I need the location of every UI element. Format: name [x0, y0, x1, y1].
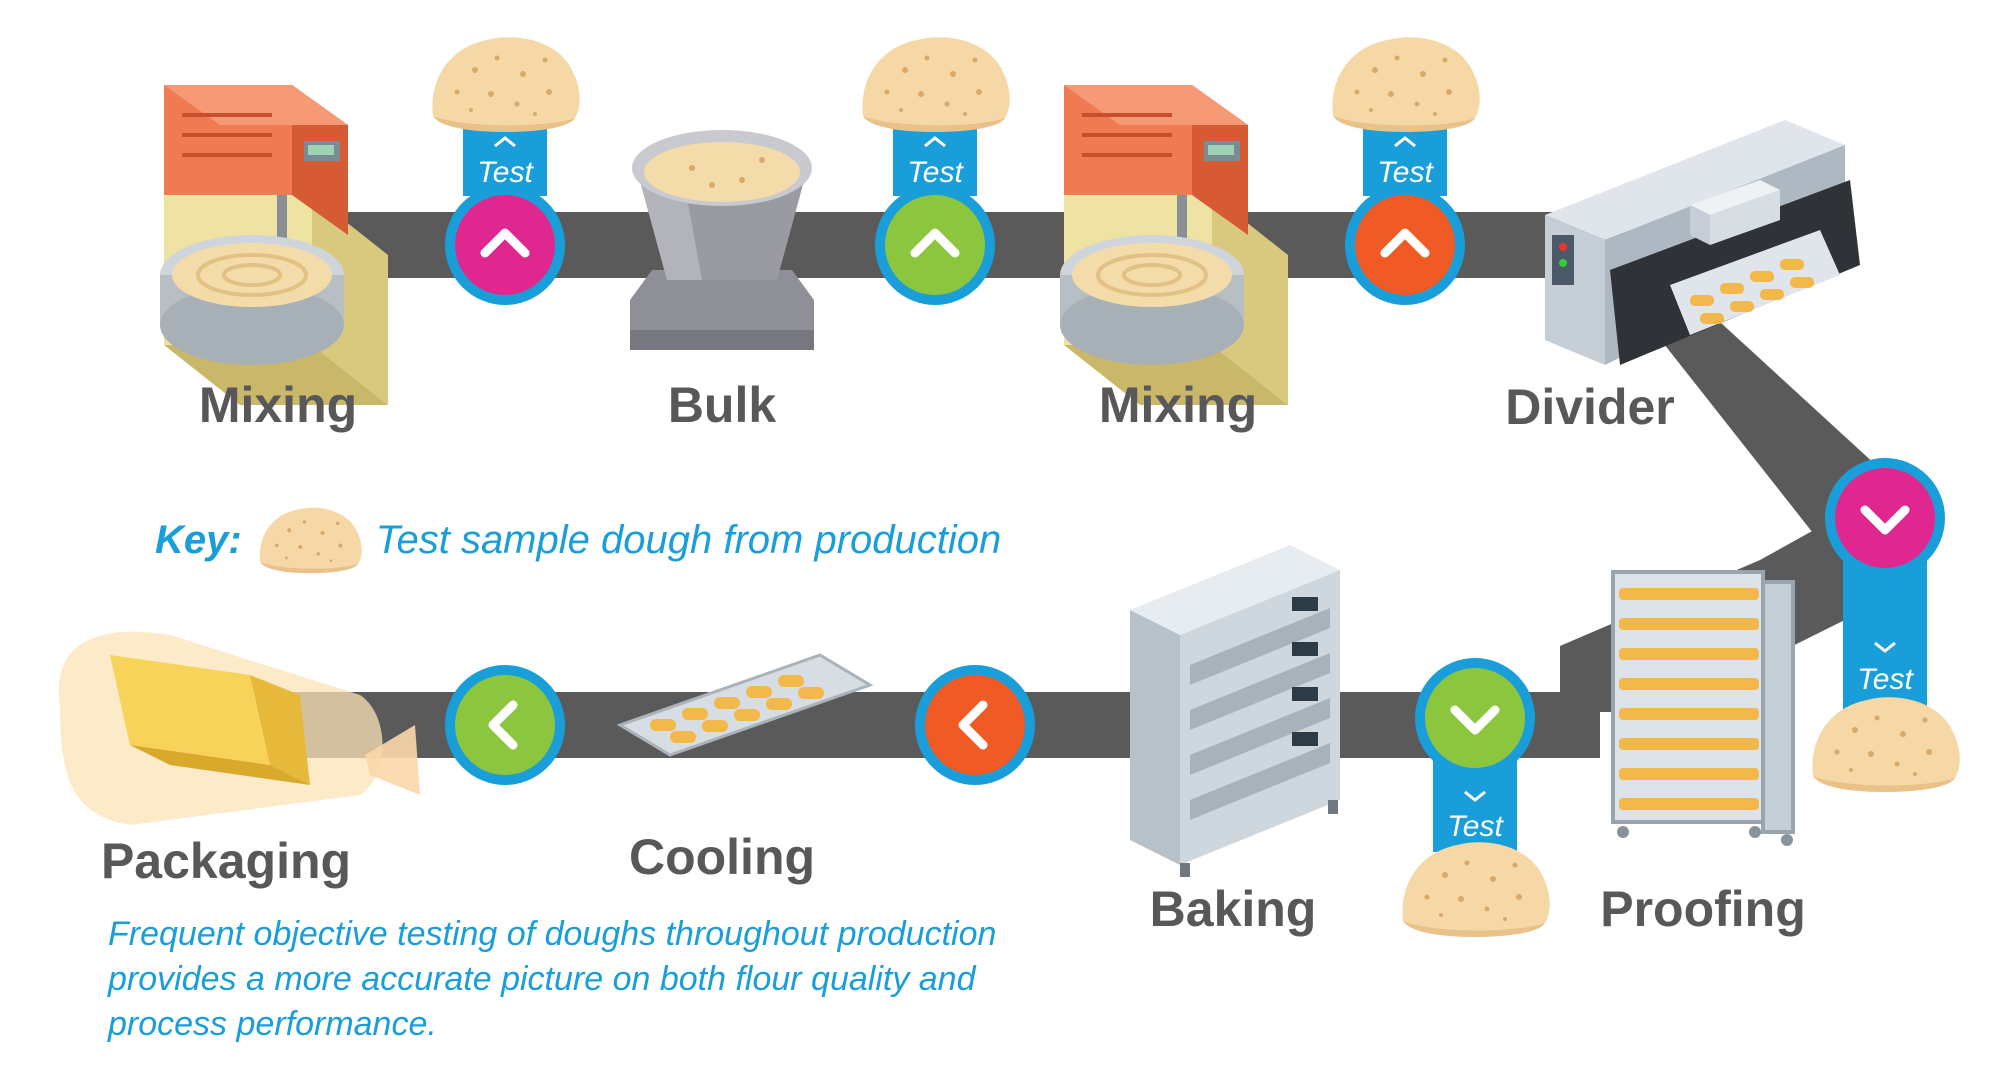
dough-sample-icon [259, 507, 362, 574]
bulk-bowl [630, 130, 814, 350]
stage-label-proofing: Proofing [1600, 881, 1806, 937]
direction-badge-up [445, 185, 565, 305]
stage-label-divider: Divider [1505, 379, 1675, 435]
stage-label-mixing-2: Mixing [1098, 377, 1258, 433]
direction-badge-down [1825, 458, 1945, 578]
direction-badge-down [1415, 658, 1535, 778]
legend-key: Key: Test sample dough from production [155, 500, 1001, 580]
direction-badge-left [915, 665, 1035, 785]
stage-label-packaging: Packaging [100, 833, 352, 889]
chevron-down-icon [1450, 705, 1500, 735]
direction-badges [445, 185, 1945, 785]
stage-label-cooling: Cooling [628, 829, 816, 885]
test-sample-bulk: Test [862, 37, 1010, 196]
key-label: Key: [155, 517, 242, 562]
cooling-tray [616, 653, 874, 757]
mixer-machine-2 [1060, 85, 1288, 405]
test-sample-divider: Test [1812, 560, 1960, 792]
divider-machine [1545, 120, 1860, 365]
direction-badge-up [1345, 185, 1465, 305]
packaged-loaf [58, 631, 420, 825]
direction-badge-left [445, 665, 565, 785]
test-label: Test [1447, 810, 1504, 843]
baking-oven [1130, 545, 1340, 877]
stage-label-mixing-1: Mixing [198, 377, 358, 433]
chevron-left-icon [488, 700, 518, 750]
test-label: Test [1857, 663, 1914, 696]
test-sample-mixing-2: Test [1332, 37, 1480, 196]
footnote: Frequent objective testing of doughs thr… [108, 915, 997, 1043]
chevron-down-icon [1860, 505, 1910, 535]
test-label: Test [907, 156, 964, 189]
chevron-up-icon [480, 228, 530, 258]
stage-label-bulk: Bulk [667, 377, 777, 433]
stage-label-baking: Baking [1149, 881, 1317, 937]
chevron-up-icon [1380, 228, 1430, 258]
chevron-up-icon [910, 228, 960, 258]
key-description: Test sample dough from production [375, 517, 1002, 562]
test-label: Test [477, 156, 534, 189]
test-sample-mixing-1: Test [432, 37, 580, 196]
proofing-rack [1611, 570, 1795, 846]
direction-badge-up [875, 185, 995, 305]
chevron-left-icon [958, 700, 988, 750]
test-label: Test [1377, 156, 1434, 189]
mixer-machine-1 [160, 85, 388, 405]
